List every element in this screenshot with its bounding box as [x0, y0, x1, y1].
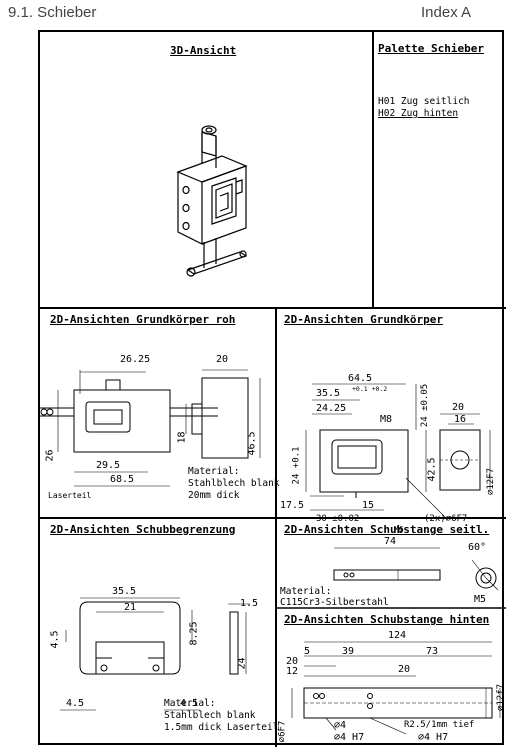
panel-schubstange-seitl: 2D-Ansichten Schubstange seitl. 74 60° M…	[276, 518, 506, 608]
hinten-dim-3: 39	[342, 646, 355, 657]
roh-material-3: 20mm dick	[188, 490, 240, 501]
begr-dim-6: 24	[236, 657, 248, 670]
grund-dim-10: 17.5	[280, 500, 305, 511]
roh-dim-7: 68.5	[110, 474, 135, 485]
palette-item-h02[interactable]: H02 Zug hinten	[378, 108, 459, 119]
hinten-dim-5: 20	[286, 656, 299, 667]
seitl-material-1: Material:	[280, 586, 332, 597]
hinten-dim-12: ⌀4 H7	[418, 732, 449, 743]
hinten-dim-10: R2.5/1mm tief	[404, 720, 475, 730]
seitl-drawing	[276, 518, 506, 608]
hinten-dim-13: ⌀6F7	[277, 720, 288, 743]
panel-schubstange-hinten: 2D-Ansichten Schubstange hinten 124 5 39…	[276, 608, 506, 747]
begr-material-3: 1.5mm dick Laserteil	[164, 722, 279, 733]
hinten-dim-11: ⌀4 H7	[334, 732, 365, 743]
roh-title: 2D-Ansichten Grundkörper roh	[50, 313, 236, 326]
roh-dim-5: 46.5	[246, 431, 258, 456]
panel-3d-view: 3D-Ansicht	[40, 32, 373, 308]
grund-dim-5: 24 ±0.05	[420, 383, 431, 428]
seitl-dim-3: M5	[474, 594, 487, 605]
hinten-dim-8: ⌀12f7	[496, 683, 507, 712]
hinten-dim-2: 5	[304, 646, 311, 657]
grund-dim-14: M6	[394, 525, 404, 534]
begr-dim-7: 4.5	[66, 698, 85, 709]
palette-title: Palette Schieber	[378, 42, 484, 55]
grund-dim-2: 35.5	[316, 388, 341, 399]
grund-dim-3: 24.25	[316, 403, 347, 414]
begr-dim-2: 21	[124, 602, 137, 613]
roh-dim-3: 26	[44, 449, 56, 462]
panel-dividers	[40, 32, 506, 747]
begr-title: 2D-Ansichten Schubbegrenzung	[50, 523, 236, 536]
seitl-title: 2D-Ansichten Schubstange seitl.	[284, 523, 490, 536]
section-title: 9.1. Schieber	[8, 4, 97, 21]
roh-material-2: Stahlblech blank	[188, 478, 280, 489]
seitl-material-2: C115Cr3-Silberstahl	[280, 597, 389, 608]
hinten-dim-7: 20	[398, 664, 411, 675]
grund-dim-9: 42.5	[426, 457, 438, 482]
iso-view-drawing	[40, 32, 373, 308]
roh-dim-6: 29.5	[96, 460, 121, 471]
hinten-dim-9: ⌀4	[334, 720, 347, 731]
panel-schubbegrenzung: 2D-Ansichten Schubbegrenzung 35.5 21 4.5…	[40, 518, 279, 747]
grund-dim-2-tol: +0.1 +0.2	[352, 385, 388, 393]
panel-grundkoerper-roh: 2D-Ansichten Grundkörper roh 26.25	[40, 308, 280, 518]
begr-dim-1: 35.5	[112, 586, 137, 597]
begr-dim-3: 4.5	[49, 630, 61, 649]
roh-dim-1: 26.25	[120, 354, 151, 365]
hinten-drawing	[276, 608, 506, 747]
roh-dim-2: 20	[216, 354, 229, 365]
grund-dim-11: 15	[362, 500, 375, 511]
grund-dim-4: M8	[380, 414, 393, 425]
hinten-dim-1: 124	[388, 630, 407, 641]
begr-dim-5: 1.5	[240, 598, 259, 609]
seitl-dim-2: 60°	[468, 542, 487, 553]
begr-material-1: Material:	[164, 698, 216, 709]
index-label: Index A	[421, 4, 472, 21]
panel-grundkoerper: 2D-Ansichten Grundkörper 64.5 35.5	[276, 308, 506, 534]
grund-dim-13: (2x)⌀6F7	[424, 514, 468, 524]
grund-dim-12: 30 ±0.02	[316, 514, 360, 524]
grund-dim-15: ⌀12F7	[486, 467, 497, 496]
begr-dim-4: 8.25	[188, 621, 200, 646]
grund-dim-6: 20	[452, 402, 465, 413]
drawing-frame: 3D-Ansicht	[38, 30, 506, 747]
panel-palette: Palette Schieber H01 Zug seitlich H02 Zu…	[373, 32, 506, 308]
grund-dim-7: 16	[454, 414, 467, 425]
hinten-title: 2D-Ansichten Schubstange hinten	[284, 613, 490, 626]
grund-drawing	[276, 308, 506, 518]
grund-title: 2D-Ansichten Grundkörper	[284, 313, 443, 326]
roh-drawing	[40, 308, 276, 518]
roh-material-1: Material:	[188, 466, 240, 477]
grund-dim-8: 24 +0.1	[291, 446, 302, 485]
palette-item-h01[interactable]: H01 Zug seitlich	[378, 96, 470, 107]
begr-dim-8: 4.5	[180, 698, 199, 709]
panel-3d-title: 3D-Ansicht	[170, 44, 237, 57]
begr-drawing	[40, 518, 276, 747]
hinten-dim-6: 12	[286, 666, 299, 677]
roh-note: Laserteil	[48, 491, 92, 500]
seitl-dim-1: 74	[384, 536, 397, 547]
grund-dim-1: 64.5	[348, 373, 373, 384]
roh-dim-4: 18	[176, 431, 188, 444]
hinten-dim-4: 73	[426, 646, 439, 657]
begr-material-2: Stahlblech blank	[164, 710, 256, 721]
